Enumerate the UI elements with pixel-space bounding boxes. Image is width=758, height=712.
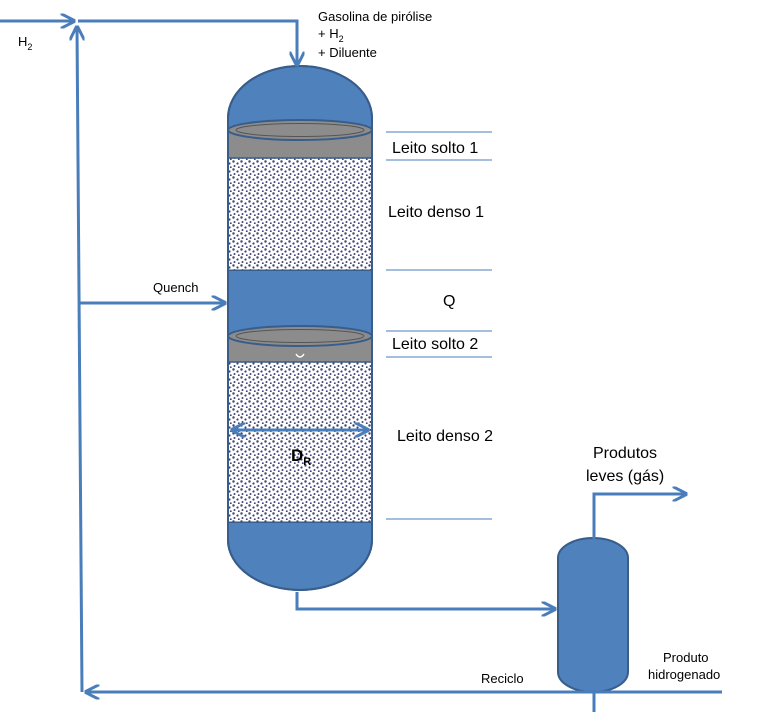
loose-bed-1-label: Leito solto 1 (392, 140, 478, 157)
separator-drum (557, 537, 629, 693)
quench-label: Quench (153, 280, 199, 295)
process-lines (0, 21, 722, 712)
liquid-product-label-line-1: Produto (663, 650, 709, 665)
reactor-vessel (227, 65, 373, 591)
gas-products-label-line-2: leves (gás) (586, 468, 664, 485)
gas-product-line (592, 494, 686, 540)
loose-bed-1 (227, 119, 373, 159)
dense-bed-2 (227, 357, 373, 523)
dense-bed-1-label: Leito denso 1 (388, 204, 484, 221)
diameter-label: DR (291, 446, 311, 468)
feed-label-line-1: Gasolina de pirólise (318, 9, 432, 24)
h2-feed-label: H2 (18, 34, 32, 52)
feed-line (78, 19, 297, 65)
gas-products-label-line-1: Produtos (593, 445, 657, 462)
liquid-product-label-line-2: hidrogenado (648, 667, 720, 682)
loose-bed-2-label: Leito solto 2 (392, 336, 478, 353)
reactor-bottom-dome (227, 521, 373, 591)
feed-label-line-3: + Diluente (318, 45, 377, 60)
dense-bed-1 (227, 157, 373, 271)
zone-lines (386, 131, 492, 520)
recycle-label: Reciclo (481, 671, 524, 686)
reactor-outlet-line (295, 592, 555, 609)
quench-zone-label: Q (443, 293, 455, 310)
dense-bed-2-label: Leito denso 2 (397, 428, 493, 445)
reactor-outline (227, 65, 373, 591)
feed-label-line-2: + H2 (318, 26, 344, 44)
recycle-riser-line (77, 27, 82, 693)
loose-bed-2 (227, 325, 373, 363)
